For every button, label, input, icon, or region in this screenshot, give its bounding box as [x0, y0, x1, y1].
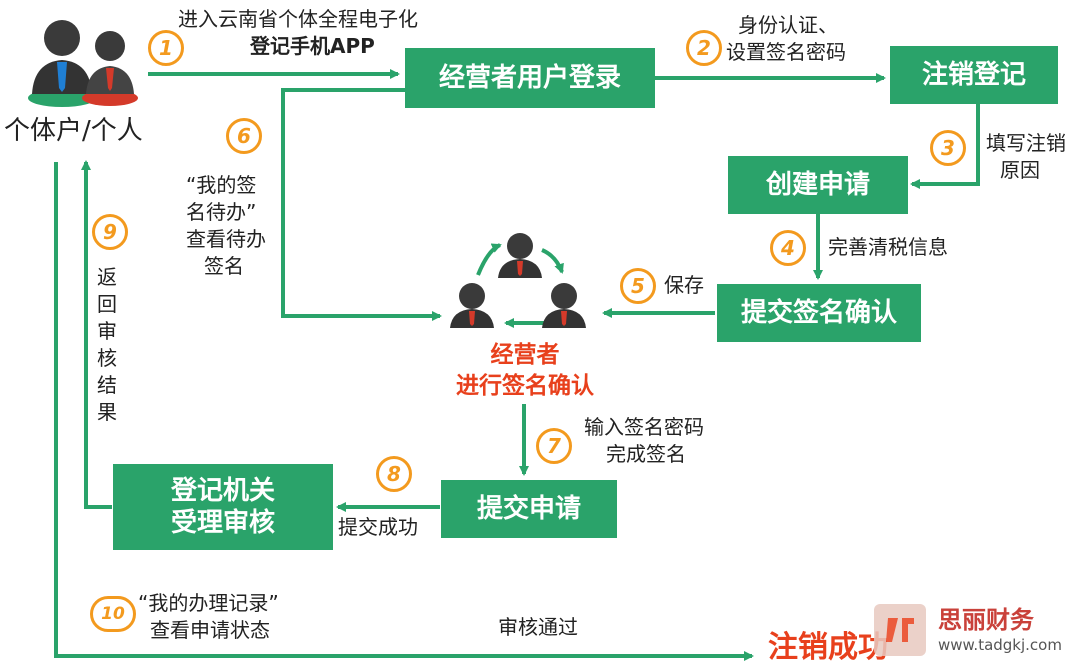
authority-line-2: 受理审核	[170, 508, 275, 538]
operators-group-icon	[450, 233, 586, 328]
step-7-text: 输入签名密码 完成签名	[584, 414, 704, 468]
create-application-box: 创建申请	[728, 156, 908, 214]
authority-review-box: 登记机关 受理审核	[113, 464, 333, 550]
step-6-badge: 6	[226, 118, 262, 154]
step-3-text: 填写注销 原因	[986, 130, 1066, 184]
step-6-line-1: “我的签	[186, 173, 257, 197]
step-9-char-4: 核	[97, 346, 117, 370]
step-3-line-1: 填写注销	[986, 131, 1066, 155]
arrow-actor-to-success	[54, 162, 754, 661]
step-9-text: 返 回 审 核 结 果	[96, 264, 118, 426]
step-2-badge: 2	[686, 30, 722, 66]
actor-label: 个体户/个人	[4, 116, 143, 146]
watermark-brand: 思丽财务	[938, 606, 1034, 634]
step-10-line-1: “我的办理记录”	[138, 591, 279, 615]
step-7-line-1: 输入签名密码	[584, 415, 704, 439]
cancel-registration-box: 注销登记	[890, 46, 1058, 104]
step-5-badge: 5	[620, 268, 656, 304]
signer-line-1: 经营者	[490, 342, 560, 368]
step-6-line-2: 名待办”	[186, 200, 257, 224]
step-1-text: 进入云南省个体全程电子化 登记手机APP	[178, 6, 418, 60]
step-2-text: 身份认证、 设置签名密码	[726, 12, 846, 66]
step-2-line-1: 身份认证、	[738, 13, 838, 37]
brand-mark-icon	[886, 618, 914, 642]
submit-confirmation-box: 提交签名确认	[717, 284, 921, 342]
step-10-line-2: 查看申请状态	[150, 618, 270, 642]
step-7-badge: 7	[536, 428, 572, 464]
step-9-badge: 9	[92, 214, 128, 250]
step-10-text: “我的办理记录” 查看申请状态	[138, 590, 279, 644]
step-1-line-1: 进入云南省个体全程电子化	[178, 7, 418, 31]
success-label: 注销成功	[768, 630, 888, 665]
arrow-cancel-to-create	[910, 104, 980, 189]
step-1-line-2: 登记手机APP	[250, 34, 375, 58]
step-4-text: 完善清税信息	[828, 235, 948, 259]
step-5-text: 保存	[664, 273, 704, 297]
step-6-line-3: 查看待办	[186, 227, 266, 251]
step-9-char-5: 结	[97, 373, 117, 397]
submit-application-box: 提交申请	[441, 480, 617, 538]
step-8-badge: 8	[376, 456, 412, 492]
two-people-icon	[28, 20, 138, 107]
step-9-char-6: 果	[97, 400, 117, 424]
step-6-text: “我的签 名待办” 查看待办 签名	[186, 172, 266, 280]
arrow-login-to-signer	[281, 88, 442, 321]
step-6-line-4: 签名	[204, 254, 244, 278]
cycle-arrow-1	[476, 243, 502, 276]
step-8-text: 提交成功	[338, 515, 418, 539]
cycle-arrow-2	[541, 248, 564, 274]
step-7-line-2: 完成签名	[606, 442, 686, 466]
watermark-url: www.tadgkj.com	[938, 636, 1062, 654]
step-9-char-2: 回	[97, 292, 117, 316]
arrow-authority-to-actor	[81, 160, 112, 509]
approved-label: 审核通过	[498, 615, 578, 639]
brand-logo-icon	[874, 604, 926, 656]
signer-label: 经营者 进行签名确认	[430, 340, 620, 402]
step-3-badge: 3	[930, 130, 966, 166]
step-9-char-1: 返	[97, 265, 117, 289]
signer-line-2: 进行签名确认	[456, 373, 594, 400]
authority-line-1: 登记机关	[170, 475, 275, 506]
step-2-line-2: 设置签名密码	[726, 40, 846, 64]
step-4-badge: 4	[770, 230, 806, 266]
login-box: 经营者用户登录	[405, 48, 655, 108]
step-3-line-2: 原因	[1000, 158, 1040, 182]
step-10-badge: 10	[90, 596, 136, 632]
step-1-badge: 1	[148, 30, 184, 66]
step-9-char-3: 审	[97, 319, 117, 343]
